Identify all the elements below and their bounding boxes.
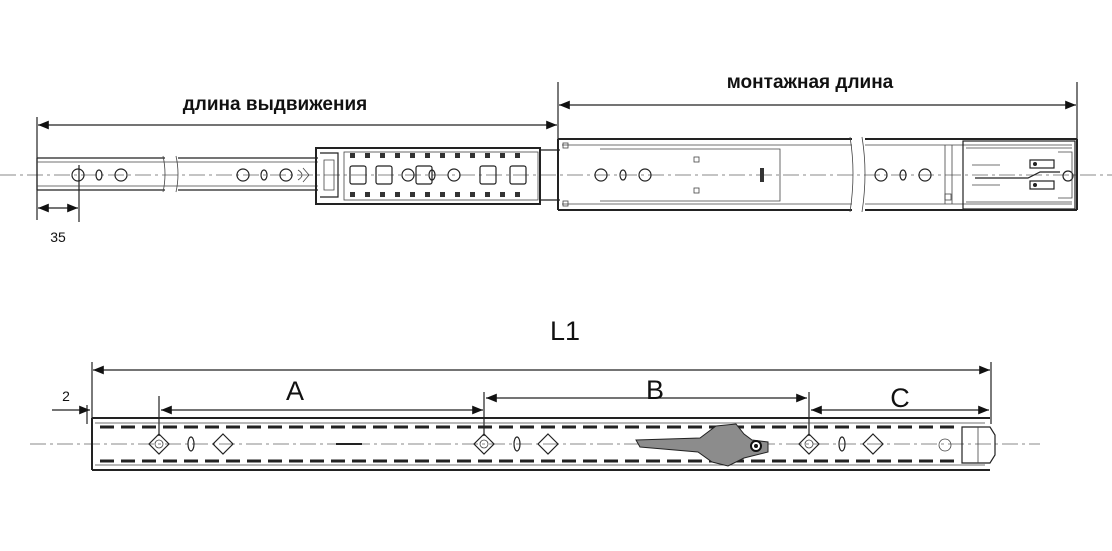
lock-lever (635, 423, 769, 467)
dim-b-label: B (646, 375, 664, 405)
l1-label: L1 (550, 316, 580, 346)
outer-rail (557, 136, 1078, 213)
mounting-length-label: монтажная длина (727, 72, 894, 93)
ball-cage (315, 147, 541, 205)
inner-rail (36, 155, 318, 193)
offset-2-label: 2 (62, 388, 70, 404)
extended-slide-view: длина выдвижения монтажная длина 35 (0, 72, 1112, 245)
closed-rail (91, 417, 996, 471)
closed-slide-view: L1 2 A B C (30, 316, 1040, 471)
extension-length-label: длина выдвижения (183, 94, 368, 115)
dim-c-label: C (890, 383, 910, 413)
dim-a-label: A (286, 376, 304, 406)
lock-mechanism (962, 140, 1076, 210)
offset-35-label: 35 (50, 229, 66, 245)
